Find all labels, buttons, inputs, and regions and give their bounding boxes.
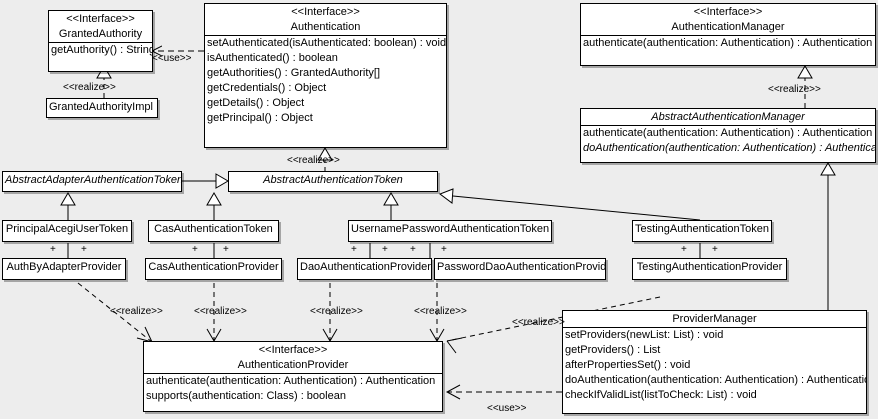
class-method: getDetails() : Object xyxy=(207,97,305,109)
class-name: PasswordDaoAuthenticationProvider xyxy=(437,261,606,273)
association-plus-right: + xyxy=(441,244,447,255)
class-name: AuthByAdapterProvider xyxy=(6,261,122,273)
class-method: setProviders(newList: List) : void xyxy=(565,329,724,341)
class-method: doAuthentication(authentication: Authent… xyxy=(583,142,876,154)
class-granted-authority-impl[interactable]: GrantedAuthorityImpl xyxy=(46,98,158,118)
association-plus-right: + xyxy=(712,244,718,255)
class-name: GrantedAuthority xyxy=(58,28,143,40)
class-members: getAuthority() : String xyxy=(49,43,152,58)
class-method: getAuthority() : String xyxy=(51,44,153,56)
class-name: AuthenticationManager xyxy=(671,21,785,33)
class-username-password-authentication-token[interactable]: UsernamePasswordAuthenticationToken xyxy=(348,220,552,242)
class-separator xyxy=(205,35,446,36)
class-separator xyxy=(581,35,875,36)
class-method: afterPropertiesSet() : void xyxy=(565,359,691,371)
edge-label-use-granted-authority: <<use>> xyxy=(152,53,192,64)
class-testing-authentication-provider[interactable]: TestingAuthenticationProvider xyxy=(632,258,787,280)
association-plus-left: + xyxy=(50,244,56,255)
class-name: UsernamePasswordAuthenticationToken xyxy=(351,223,550,235)
association-plus-left: + xyxy=(681,244,687,255)
association-plus-left: + xyxy=(410,244,416,255)
class-authentication[interactable]: <<Interface>> Authentication setAuthenti… xyxy=(204,3,447,148)
edge-label-realize-provider-manager: <<realize>> xyxy=(512,317,565,328)
class-dao-authentication-provider[interactable]: DaoAuthenticationProvider xyxy=(297,258,432,280)
association-plus-right: + xyxy=(81,244,87,255)
class-stereotype: <<Interface>> xyxy=(291,6,360,18)
class-separator xyxy=(144,373,442,374)
class-testing-authentication-token[interactable]: TestingAuthenticationToken xyxy=(632,220,772,242)
class-stereotype: <<Interface>> xyxy=(693,6,763,18)
class-stereotype: <<Interface>> xyxy=(66,13,135,25)
class-name: DaoAuthenticationProvider xyxy=(300,261,431,273)
class-name: TestingAuthenticationToken xyxy=(635,223,769,235)
association-plus-left: + xyxy=(351,244,357,255)
class-provider-manager[interactable]: ProviderManager setProviders(newList: Li… xyxy=(562,310,867,414)
class-method: getProviders() : List xyxy=(565,344,661,356)
edge-label-realize-password-dao-provider: <<realize>> xyxy=(414,306,467,317)
edge-label-realize-cas-provider: <<realize>> xyxy=(194,306,247,317)
class-authentication-manager[interactable]: <<Interface>> AuthenticationManager auth… xyxy=(580,3,876,66)
class-name: AbstractAuthenticationToken xyxy=(263,174,403,186)
class-separator xyxy=(581,125,875,126)
class-name: Authentication xyxy=(290,21,361,33)
edge-label-realize-dao-provider: <<realize>> xyxy=(310,306,363,317)
edge-label-realize-auth-by-adapter: <<realize>> xyxy=(110,306,163,317)
class-separator xyxy=(49,42,152,43)
edge-label-use-provider-manager: <<use>> xyxy=(487,403,527,414)
class-password-dao-authentication-provider[interactable]: PasswordDaoAuthenticationProvider xyxy=(434,258,606,280)
class-abstract-authentication-manager[interactable]: AbstractAuthenticationManager authentica… xyxy=(580,108,876,163)
class-authentication-provider[interactable]: <<Interface>> AuthenticationProvider aut… xyxy=(143,341,443,412)
class-members: authenticate(authentication: Authenticat… xyxy=(581,126,875,156)
class-method: setAuthenticated(isAuthenticated: boolea… xyxy=(207,37,447,49)
class-name: AuthenticationProvider xyxy=(237,359,349,371)
class-principal-acegi-user-token[interactable]: PrincipalAcegiUserToken xyxy=(2,220,132,242)
association-plus-right: + xyxy=(223,244,229,255)
class-abstract-authentication-token[interactable]: AbstractAuthenticationToken xyxy=(228,171,438,192)
class-name: AbstractAuthenticationManager xyxy=(651,111,805,123)
class-members: setAuthenticated(isAuthenticated: boolea… xyxy=(205,36,446,126)
class-name: CasAuthenticationToken xyxy=(154,223,273,235)
class-auth-by-adapter-provider[interactable]: AuthByAdapterProvider xyxy=(2,258,126,280)
class-method: checkIfValidList(listToCheck: List) : vo… xyxy=(565,389,757,401)
edge-label-realize-authentication-manager: <<realize>> xyxy=(768,84,821,95)
edge-label-realize-granted-authority-impl: <<realize>> xyxy=(63,82,116,93)
class-name: CasAuthenticationProvider xyxy=(148,261,279,273)
class-granted-authority[interactable]: <<Interface>> GrantedAuthority getAuthor… xyxy=(48,10,153,72)
class-members: authenticate(authentication: Authenticat… xyxy=(581,36,875,51)
class-method: getPrincipal() : Object xyxy=(207,112,313,124)
class-cas-authentication-token[interactable]: CasAuthenticationToken xyxy=(148,220,279,242)
class-method: supports(authentication: Class) : boolea… xyxy=(146,390,346,402)
class-abstract-adapter-authentication-token[interactable]: AbstractAdapterAuthenticationToken xyxy=(2,171,182,192)
class-name: PrincipalAcegiUserToken xyxy=(5,223,129,235)
class-members: setProviders(newList: List) : void getPr… xyxy=(563,328,866,403)
class-method: authenticate(authentication: Authenticat… xyxy=(146,375,436,387)
class-method: authenticate(authentication: Authenticat… xyxy=(583,127,873,139)
class-method: authenticate(authentication: Authenticat… xyxy=(583,37,873,49)
class-name: TestingAuthenticationProvider xyxy=(636,261,783,273)
class-separator xyxy=(563,327,866,328)
class-name: GrantedAuthorityImpl xyxy=(49,101,153,113)
class-stereotype: <<Interface>> xyxy=(258,344,328,356)
association-plus-right: + xyxy=(382,244,388,255)
class-cas-authentication-provider[interactable]: CasAuthenticationProvider xyxy=(145,258,282,280)
class-method: getAuthorities() : GrantedAuthority[] xyxy=(207,67,381,79)
class-members: authenticate(authentication: Authenticat… xyxy=(144,374,442,404)
class-method: getCredentials() : Object xyxy=(207,82,327,94)
association-plus-left: + xyxy=(192,244,198,255)
class-method: isAuthenticated() : boolean xyxy=(207,52,338,64)
class-name: ProviderManager xyxy=(672,313,757,325)
class-name: AbstractAdapterAuthenticationToken xyxy=(5,174,182,186)
class-method: doAuthentication(authentication: Authent… xyxy=(565,374,867,386)
edge-label-realize-abstract-authentication-token: <<realize>> xyxy=(287,155,340,166)
